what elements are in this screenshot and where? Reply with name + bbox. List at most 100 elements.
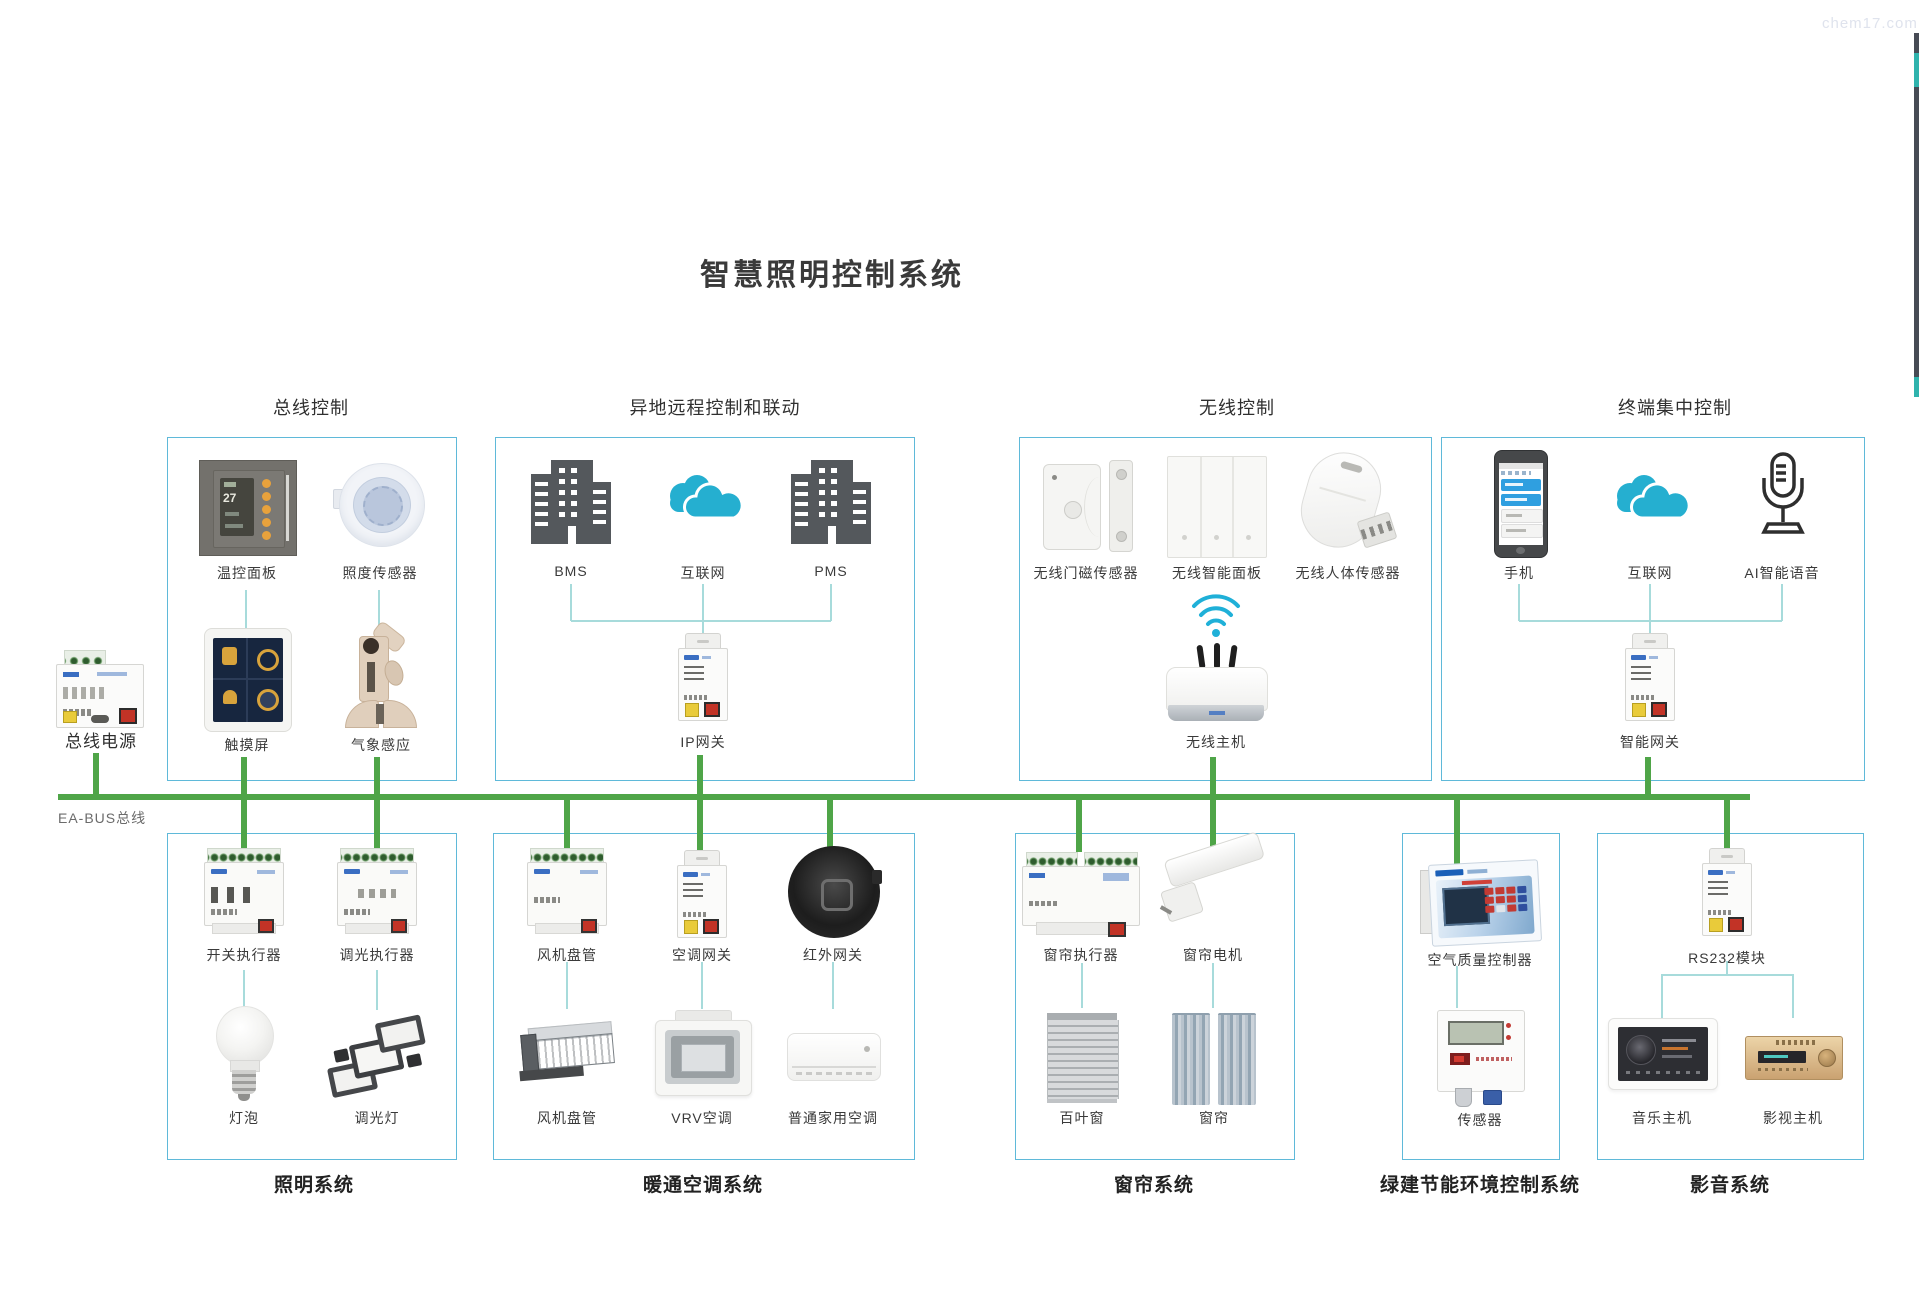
touchscreen-image (204, 628, 292, 732)
link-to-smart-gateway (1649, 620, 1651, 634)
curtain-image (1172, 1013, 1256, 1105)
label-smart-panel: 无线智能面板 (1172, 565, 1262, 581)
footer-green-building: 绿建节能环境控制系统 (1379, 1175, 1581, 1196)
label-ip-gateway: IP网关 (680, 734, 726, 750)
label-blind: 百叶窗 (1059, 1110, 1105, 1126)
pir-sensor-image (1292, 443, 1398, 557)
link-pms (830, 584, 832, 621)
label-lux-sensor: 照度传感器 (342, 565, 418, 581)
bus-drop-curtain-actuator (1076, 794, 1082, 852)
label-vrv-ac: VRV空调 (671, 1110, 733, 1126)
internet-cloud-icon-remote (661, 472, 745, 535)
link-bms (570, 584, 572, 621)
internet-cloud-icon-terminal (1608, 472, 1692, 535)
link-lux-weather (378, 590, 380, 628)
label-switch-actuator: 开关执行器 (206, 947, 282, 963)
wifi-icon (1190, 588, 1242, 645)
box-remote-control (495, 437, 915, 781)
label-pms: PMS (814, 563, 848, 579)
bus-drop-ip-gateway (697, 755, 703, 852)
blind-image (1047, 1013, 1119, 1103)
label-internet-1: 互联网 (680, 565, 726, 581)
fan-coil-unit-image (518, 1015, 618, 1093)
air-quality-controller-image (1420, 859, 1543, 948)
label-pir-sensor: 无线人体传感器 (1295, 565, 1401, 581)
label-air-quality: 空气质量控制器 (1427, 952, 1533, 968)
box-bus-control (167, 437, 457, 781)
video-host-image (1745, 1036, 1843, 1080)
link-vrv (701, 962, 703, 1009)
label-bus-power: 总线电源 (65, 732, 137, 751)
scrollbar[interactable] (1914, 33, 1919, 397)
door-magnet-sensor-image (1043, 460, 1133, 552)
label-wireless-host: 无线主机 (1186, 734, 1246, 750)
link-bar-av (1662, 974, 1793, 976)
footer-curtain: 窗帘系统 (1113, 1175, 1195, 1196)
scrollbar-thumb[interactable] (1914, 53, 1919, 87)
label-internet-2: 互联网 (1627, 565, 1673, 581)
label-bulb: 灯泡 (229, 1110, 259, 1126)
bus-drop-ir-gateway (827, 794, 833, 852)
dimmer-lamp-image (326, 1014, 430, 1100)
curtain-actuator-image (1022, 852, 1140, 937)
rs232-module-image (1702, 848, 1752, 936)
phone-image (1494, 450, 1548, 558)
label-dimmer-actuator: 调光执行器 (339, 947, 415, 963)
home-ac-image (787, 1033, 881, 1081)
link-ai-voice (1781, 584, 1783, 621)
label-bms: BMS (554, 563, 588, 579)
box-lighting-system (167, 833, 457, 1160)
page-title: 智慧照明控制系统 (700, 259, 964, 292)
label-fan-coil-module: 风机盘管 (537, 947, 597, 963)
label-phone: 手机 (1504, 565, 1534, 581)
bms-building-icon (531, 460, 611, 553)
link-sensor (1456, 966, 1458, 1008)
box-hvac-system (493, 833, 915, 1160)
label-weather-sensor: 气象感应 (351, 737, 411, 753)
link-fancoil (566, 962, 568, 1009)
ip-gateway-image (678, 633, 728, 721)
box-wireless-control (1019, 437, 1432, 781)
link-bar-remote (571, 620, 831, 622)
label-ir-gateway: 红外网关 (803, 947, 863, 963)
box-curtain-system (1015, 833, 1295, 1160)
ac-gateway-image (677, 850, 727, 938)
header-remote-control: 异地远程控制和联动 (629, 398, 801, 418)
sensor-image (1437, 1010, 1525, 1107)
label-curtain-actuator: 窗帘执行器 (1043, 947, 1119, 963)
curtain-motor-image (1158, 831, 1270, 930)
label-touchscreen: 触摸屏 (224, 737, 270, 753)
bus-drop-wireless-host (1210, 757, 1216, 852)
ea-bus-line (58, 794, 1750, 800)
bus-drop-smart-gateway (1645, 757, 1651, 794)
switch-actuator-image (204, 848, 284, 934)
label-curtain: 窗帘 (1199, 1110, 1229, 1126)
ai-voice-mic-icon (1755, 450, 1811, 555)
label-fan-coil-unit: 风机盘管 (537, 1110, 597, 1126)
music-host-image (1608, 1018, 1718, 1090)
link-video-host (1792, 974, 1794, 1018)
box-terminal-control (1441, 437, 1865, 781)
link-internet-1 (702, 584, 704, 621)
label-door-magnet: 无线门磁传感器 (1033, 565, 1139, 581)
bus-drop-weather-dimmer (374, 757, 380, 852)
link-rs232-down (1726, 961, 1728, 974)
bus-drop-fan-coil-module (564, 794, 570, 852)
link-internet-2 (1649, 584, 1651, 621)
wireless-host-image (1166, 643, 1268, 727)
label-home-ac: 普通家用空调 (788, 1110, 878, 1126)
link-thermo-touch (245, 590, 247, 630)
smart-panel-image (1167, 456, 1267, 558)
scrollbar-accent (1914, 377, 1919, 397)
lux-sensor-image (333, 461, 427, 549)
label-curtain-motor: 窗帘电机 (1183, 947, 1243, 963)
footer-hvac: 暖通空调系统 (642, 1175, 764, 1196)
box-green-building-system (1402, 833, 1560, 1160)
vrv-ac-image (655, 1010, 752, 1102)
link-home-ac (832, 962, 834, 1009)
ea-bus-label: EA-BUS总线 (58, 810, 147, 826)
header-wireless-control: 无线控制 (1199, 398, 1275, 418)
bus-drop-touchscreen-switch (241, 757, 247, 852)
box-av-system (1597, 833, 1864, 1160)
